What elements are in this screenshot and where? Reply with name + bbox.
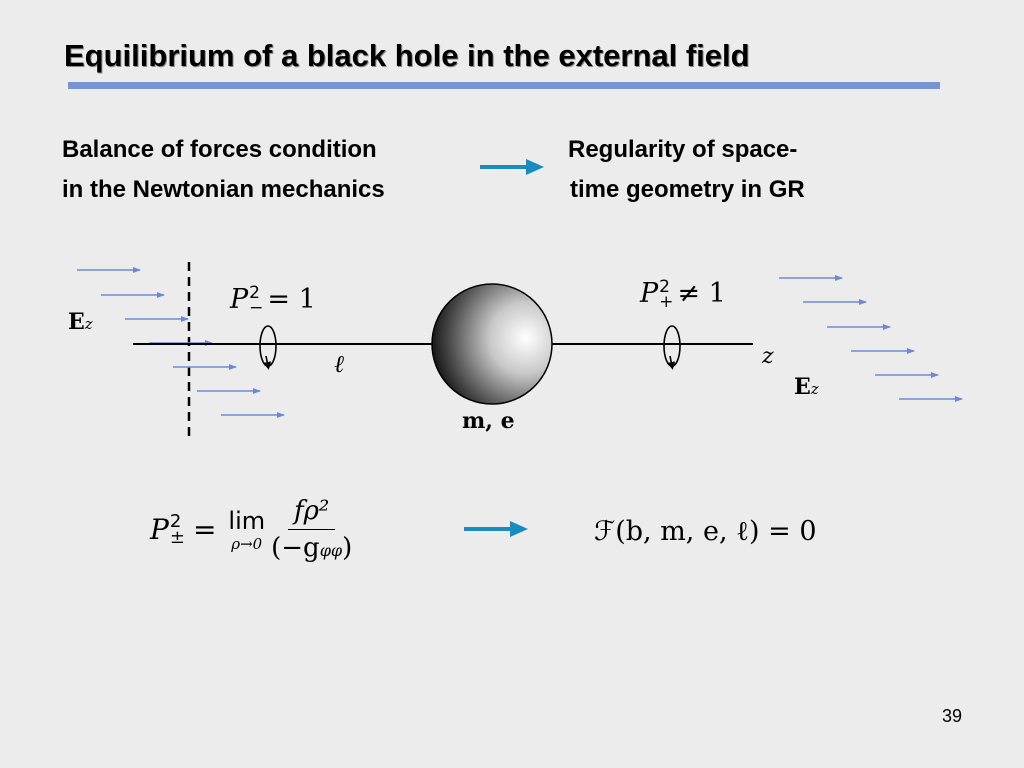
left-heading-line1: Balance of forces condition: [62, 136, 377, 163]
slide-title: Equilibrium of a black hole in the exter…: [64, 38, 750, 73]
right-loop-icon: [663, 325, 681, 370]
z-axis-label: z: [762, 344, 774, 369]
left-heading: Balance of forces condition in the Newto…: [62, 134, 385, 206]
mass-charge-label: m, e: [462, 408, 515, 434]
field-label-left: Ez: [68, 309, 93, 335]
title-underline: [68, 82, 940, 89]
right-heading: Regularity of space- time geometry in GR: [568, 134, 805, 206]
ell-label: ℓ: [334, 350, 344, 378]
right-heading-line1: Regularity of space-: [568, 136, 798, 163]
regularity-formula: P 2± = lim ρ→0 fρ² (−gφφ): [150, 496, 353, 563]
page-number: 39: [941, 706, 962, 726]
left-loop-icon: [259, 325, 277, 370]
implication-arrow-bottom: [464, 521, 528, 537]
left-heading-line2: in the Newtonian mechanics: [62, 176, 385, 203]
implication-arrow-top: [480, 159, 544, 175]
right-heading-line2: time geometry in GR: [570, 176, 805, 203]
field-label-right: Ez: [794, 374, 819, 400]
black-hole-sphere: [431, 283, 553, 405]
right-field-arrows: [779, 275, 963, 402]
equilibrium-condition: ℱ(b, m, e, ℓ) = 0: [594, 516, 817, 547]
